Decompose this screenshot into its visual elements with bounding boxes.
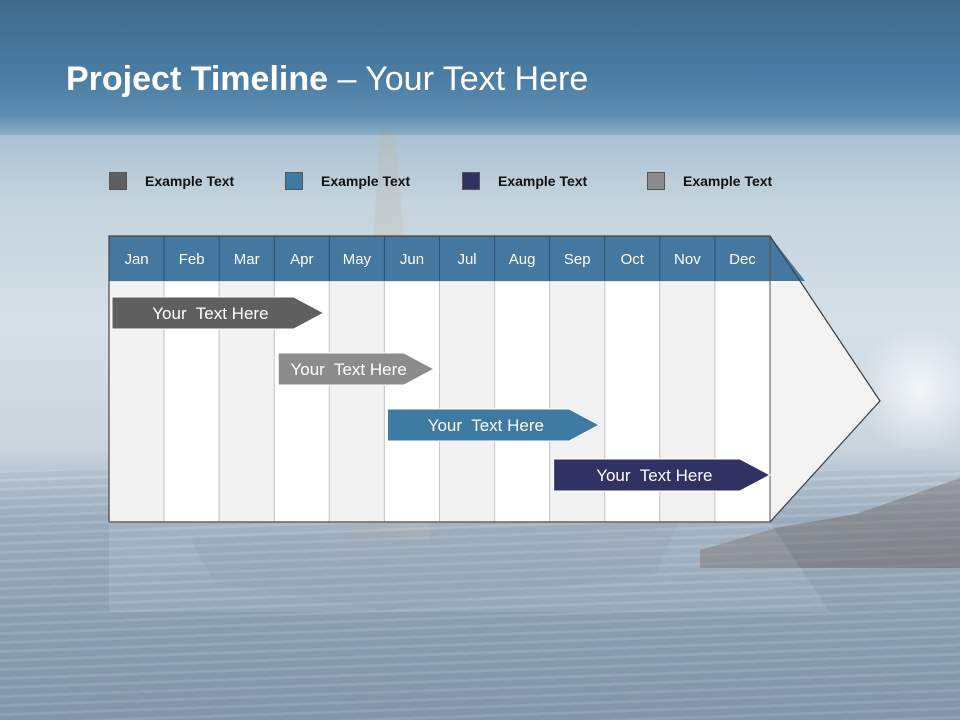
task-label[interactable]: Your Text Here <box>152 304 268 323</box>
task-label[interactable]: Your Text Here <box>596 466 712 485</box>
month-column <box>439 280 496 523</box>
month-label: Dec <box>729 251 756 268</box>
month-column <box>383 280 440 523</box>
slide-title-rest: – Your Text Here <box>328 60 589 98</box>
legend-label-4[interactable]: Example Text <box>683 173 773 189</box>
month-label: May <box>343 251 372 268</box>
title-band: Project Timeline – Your Text Here <box>0 0 960 135</box>
legend-item-1: Example Text <box>109 171 234 191</box>
legend-label-2[interactable]: Example Text <box>321 173 411 189</box>
month-column <box>328 280 385 523</box>
task-label[interactable]: Your Text Here <box>428 416 544 435</box>
task-arrow[interactable] <box>277 352 436 386</box>
legend-item-4: Example Text <box>647 171 772 191</box>
month-column <box>494 280 551 523</box>
slide-title-bold: Project Timeline <box>66 60 329 98</box>
month-label: Nov <box>674 251 701 268</box>
task-arrow[interactable] <box>111 296 325 330</box>
month-label: Sep <box>564 251 591 268</box>
month-label: Jun <box>400 251 424 268</box>
month-label: Aug <box>509 251 536 268</box>
legend-item-2: Example Text <box>285 171 410 191</box>
task-label[interactable]: Your Text Here <box>290 360 406 379</box>
legend-swatch-4 <box>647 172 665 190</box>
legend-label-1[interactable]: Example Text <box>145 173 235 189</box>
legend-swatch-1 <box>109 172 127 190</box>
timeline-outline <box>108 235 881 523</box>
month-header-band <box>109 236 805 281</box>
legend-swatch-2 <box>285 172 303 190</box>
legend-item-3: Example Text <box>462 171 587 191</box>
slide-title[interactable]: Project Timeline – Your Text Here <box>66 60 588 99</box>
month-label: Feb <box>179 251 205 268</box>
legend-swatch-3 <box>462 172 480 190</box>
month-label: Apr <box>290 251 313 268</box>
timeline-reflection <box>109 522 830 612</box>
task-arrow[interactable] <box>553 458 772 492</box>
month-label: Jan <box>124 251 148 268</box>
month-label: Jul <box>457 251 476 268</box>
task-arrow[interactable] <box>386 408 601 442</box>
month-label: Mar <box>234 251 260 268</box>
month-label: Oct <box>621 251 645 268</box>
legend-label-3[interactable]: Example Text <box>498 173 588 189</box>
